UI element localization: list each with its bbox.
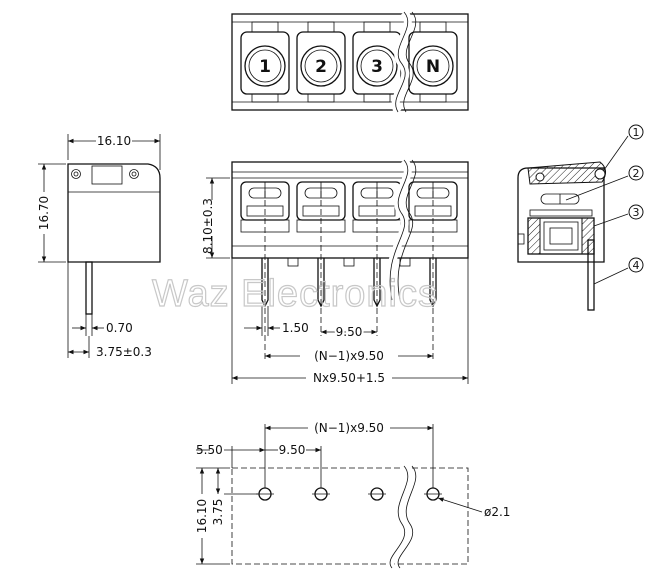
side-view: 16.10 16.70 0.70 3.75±0.3 [37, 134, 161, 359]
front-terminal-2 [296, 181, 346, 233]
break-line [391, 9, 412, 115]
pcb-hole-label: ø2.1 [484, 505, 510, 519]
front-pin-width-label: 1.50 [282, 321, 309, 335]
side-pitch-label: 3.75±0.3 [96, 345, 152, 359]
callout-label-4: 4 [633, 259, 640, 272]
front-terminal-1 [240, 181, 290, 233]
callout-label-3: 3 [633, 206, 640, 219]
callout-label-2: 2 [633, 167, 640, 180]
pcb-layout: (N−1)x9.50 5.50 9.50 16.10 3.75 ø2.1 [195, 421, 510, 571]
terminal-1: 1 [240, 21, 290, 103]
front-span-label: (N−1)x9.50 [314, 349, 384, 363]
front-height-label: 8.10±0.3 [201, 198, 215, 254]
side-height-label: 16.70 [37, 196, 51, 230]
callout-part-4 [587, 239, 595, 311]
front-terminal-3 [352, 181, 402, 233]
terminal-n: N [408, 21, 458, 103]
position-label-3: 3 [371, 57, 383, 77]
watermark: Waz Electronics [152, 273, 438, 315]
callout-label-1: 1 [633, 126, 640, 139]
section-view: 1 2 3 4 [517, 124, 644, 311]
pcb-row-offset-label: 3.75 [211, 499, 225, 526]
callout-part-2 [540, 193, 580, 205]
pcb-height-label: 16.10 [195, 499, 209, 533]
front-pins [261, 258, 437, 308]
front-overall-label: Nx9.50+1.5 [313, 371, 385, 385]
callout-part-1 [527, 161, 606, 185]
pcb-edge-label: 5.50 [196, 443, 223, 457]
position-label-n: N [426, 57, 440, 77]
position-label-2: 2 [315, 57, 327, 77]
side-width-label: 16.10 [97, 134, 131, 148]
terminal-3: 3 [352, 21, 402, 103]
front-terminal-n [408, 181, 458, 233]
terminal-2: 2 [296, 21, 346, 103]
pcb-span-label: (N−1)x9.50 [314, 421, 384, 435]
side-pin-label: 0.70 [106, 321, 133, 335]
front-pitch-label: 9.50 [336, 325, 363, 339]
pcb-holes [256, 487, 442, 501]
pcb-pitch-label: 9.50 [279, 443, 306, 457]
top-view: 1 2 3 N [231, 9, 469, 115]
position-label-1: 1 [259, 57, 271, 77]
front-view: 8.10±0.3 1.50 9.50 (N−1)x9.50 Nx9.50+1.5 [201, 157, 469, 385]
